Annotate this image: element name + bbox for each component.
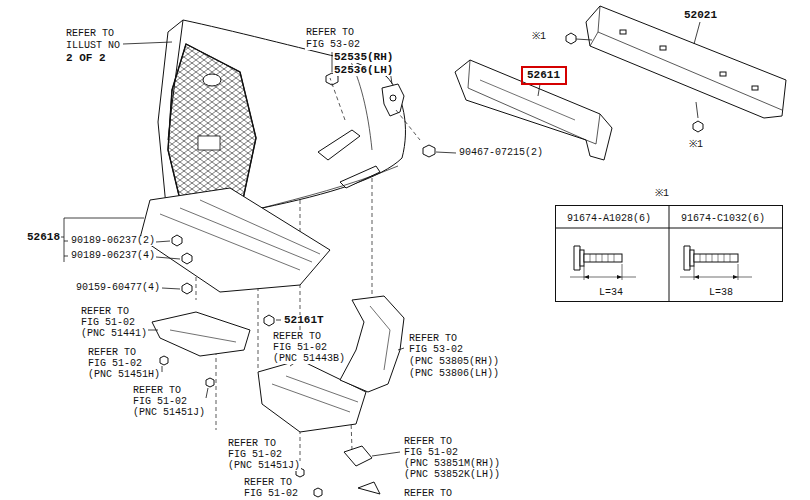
part-label: FIG 51-02: [80, 318, 136, 328]
part-label: 90467-07215(2): [458, 148, 544, 158]
part-label: 90159-60477(4): [75, 283, 161, 293]
part-label: REFER TO: [80, 307, 130, 317]
part-number: 52611: [526, 70, 561, 81]
part-label: 52536(LH): [333, 65, 394, 76]
table-cell: L=38: [708, 288, 734, 298]
part-label: (PNC 53851M(RH)): [403, 459, 501, 469]
part-label: FIG 51-02: [403, 448, 459, 458]
part-label: (PNC 53806(LH)): [408, 369, 500, 379]
part-label: FIG 51-02: [227, 450, 283, 460]
part-label: 52161T: [283, 315, 325, 326]
part-label: (PNC 51441): [80, 329, 148, 339]
part-label: (PNC 51451J): [227, 461, 301, 471]
table-cell: 91674-A1028(6): [566, 214, 652, 224]
part-label: 52535(RH): [333, 52, 394, 63]
part-label: FIG 51-02: [87, 359, 143, 369]
part-label: FIG 53-02: [305, 40, 361, 50]
part-label: REFER TO: [403, 489, 453, 499]
part-label: REFER TO: [272, 332, 322, 342]
part-label: 52021: [683, 10, 718, 21]
part-label: REFER TO: [305, 28, 355, 38]
part-label: (PNC 51451J): [132, 408, 206, 418]
part-label: 2 OF 2: [65, 53, 107, 64]
part-label: REFER TO: [243, 478, 293, 488]
part-label: ※1: [531, 32, 547, 42]
table-cell: ※1: [654, 189, 670, 199]
part-label: ILLUST NO: [65, 41, 121, 51]
part-label: FIG 51-02: [132, 397, 188, 407]
part-label: 90189-06237(2): [70, 236, 156, 246]
part-label: (PNC 51443B): [272, 354, 346, 364]
table-cell: 91674-C1032(6): [680, 214, 766, 224]
table-cell: L=34: [598, 288, 624, 298]
part-label: FIG 53-02: [408, 345, 464, 355]
part-label: (PNC 51451H): [87, 370, 161, 380]
fastener-table: ※191674-A1028(6)91674-C1032(6)L=34L=38: [555, 205, 783, 302]
part-label: 52618: [26, 232, 61, 243]
part-label: REFER TO: [132, 386, 182, 396]
part-label: FIG 51-02: [272, 343, 328, 353]
part-label: ※1: [688, 140, 704, 150]
highlighted-part-number: 52611: [521, 66, 567, 85]
part-label: FIG 51-02: [243, 489, 299, 499]
part-label: (PNC 53852K(LH)): [403, 470, 501, 480]
part-label: REFER TO: [408, 334, 458, 344]
part-label: 90189-06237(4): [70, 251, 156, 261]
part-label: REFER TO: [227, 439, 277, 449]
part-label: REFER TO: [65, 29, 115, 39]
part-label: REFER TO: [87, 348, 137, 358]
part-label: (PNC 53805(RH)): [408, 357, 500, 367]
part-label: REFER TO: [403, 437, 453, 447]
